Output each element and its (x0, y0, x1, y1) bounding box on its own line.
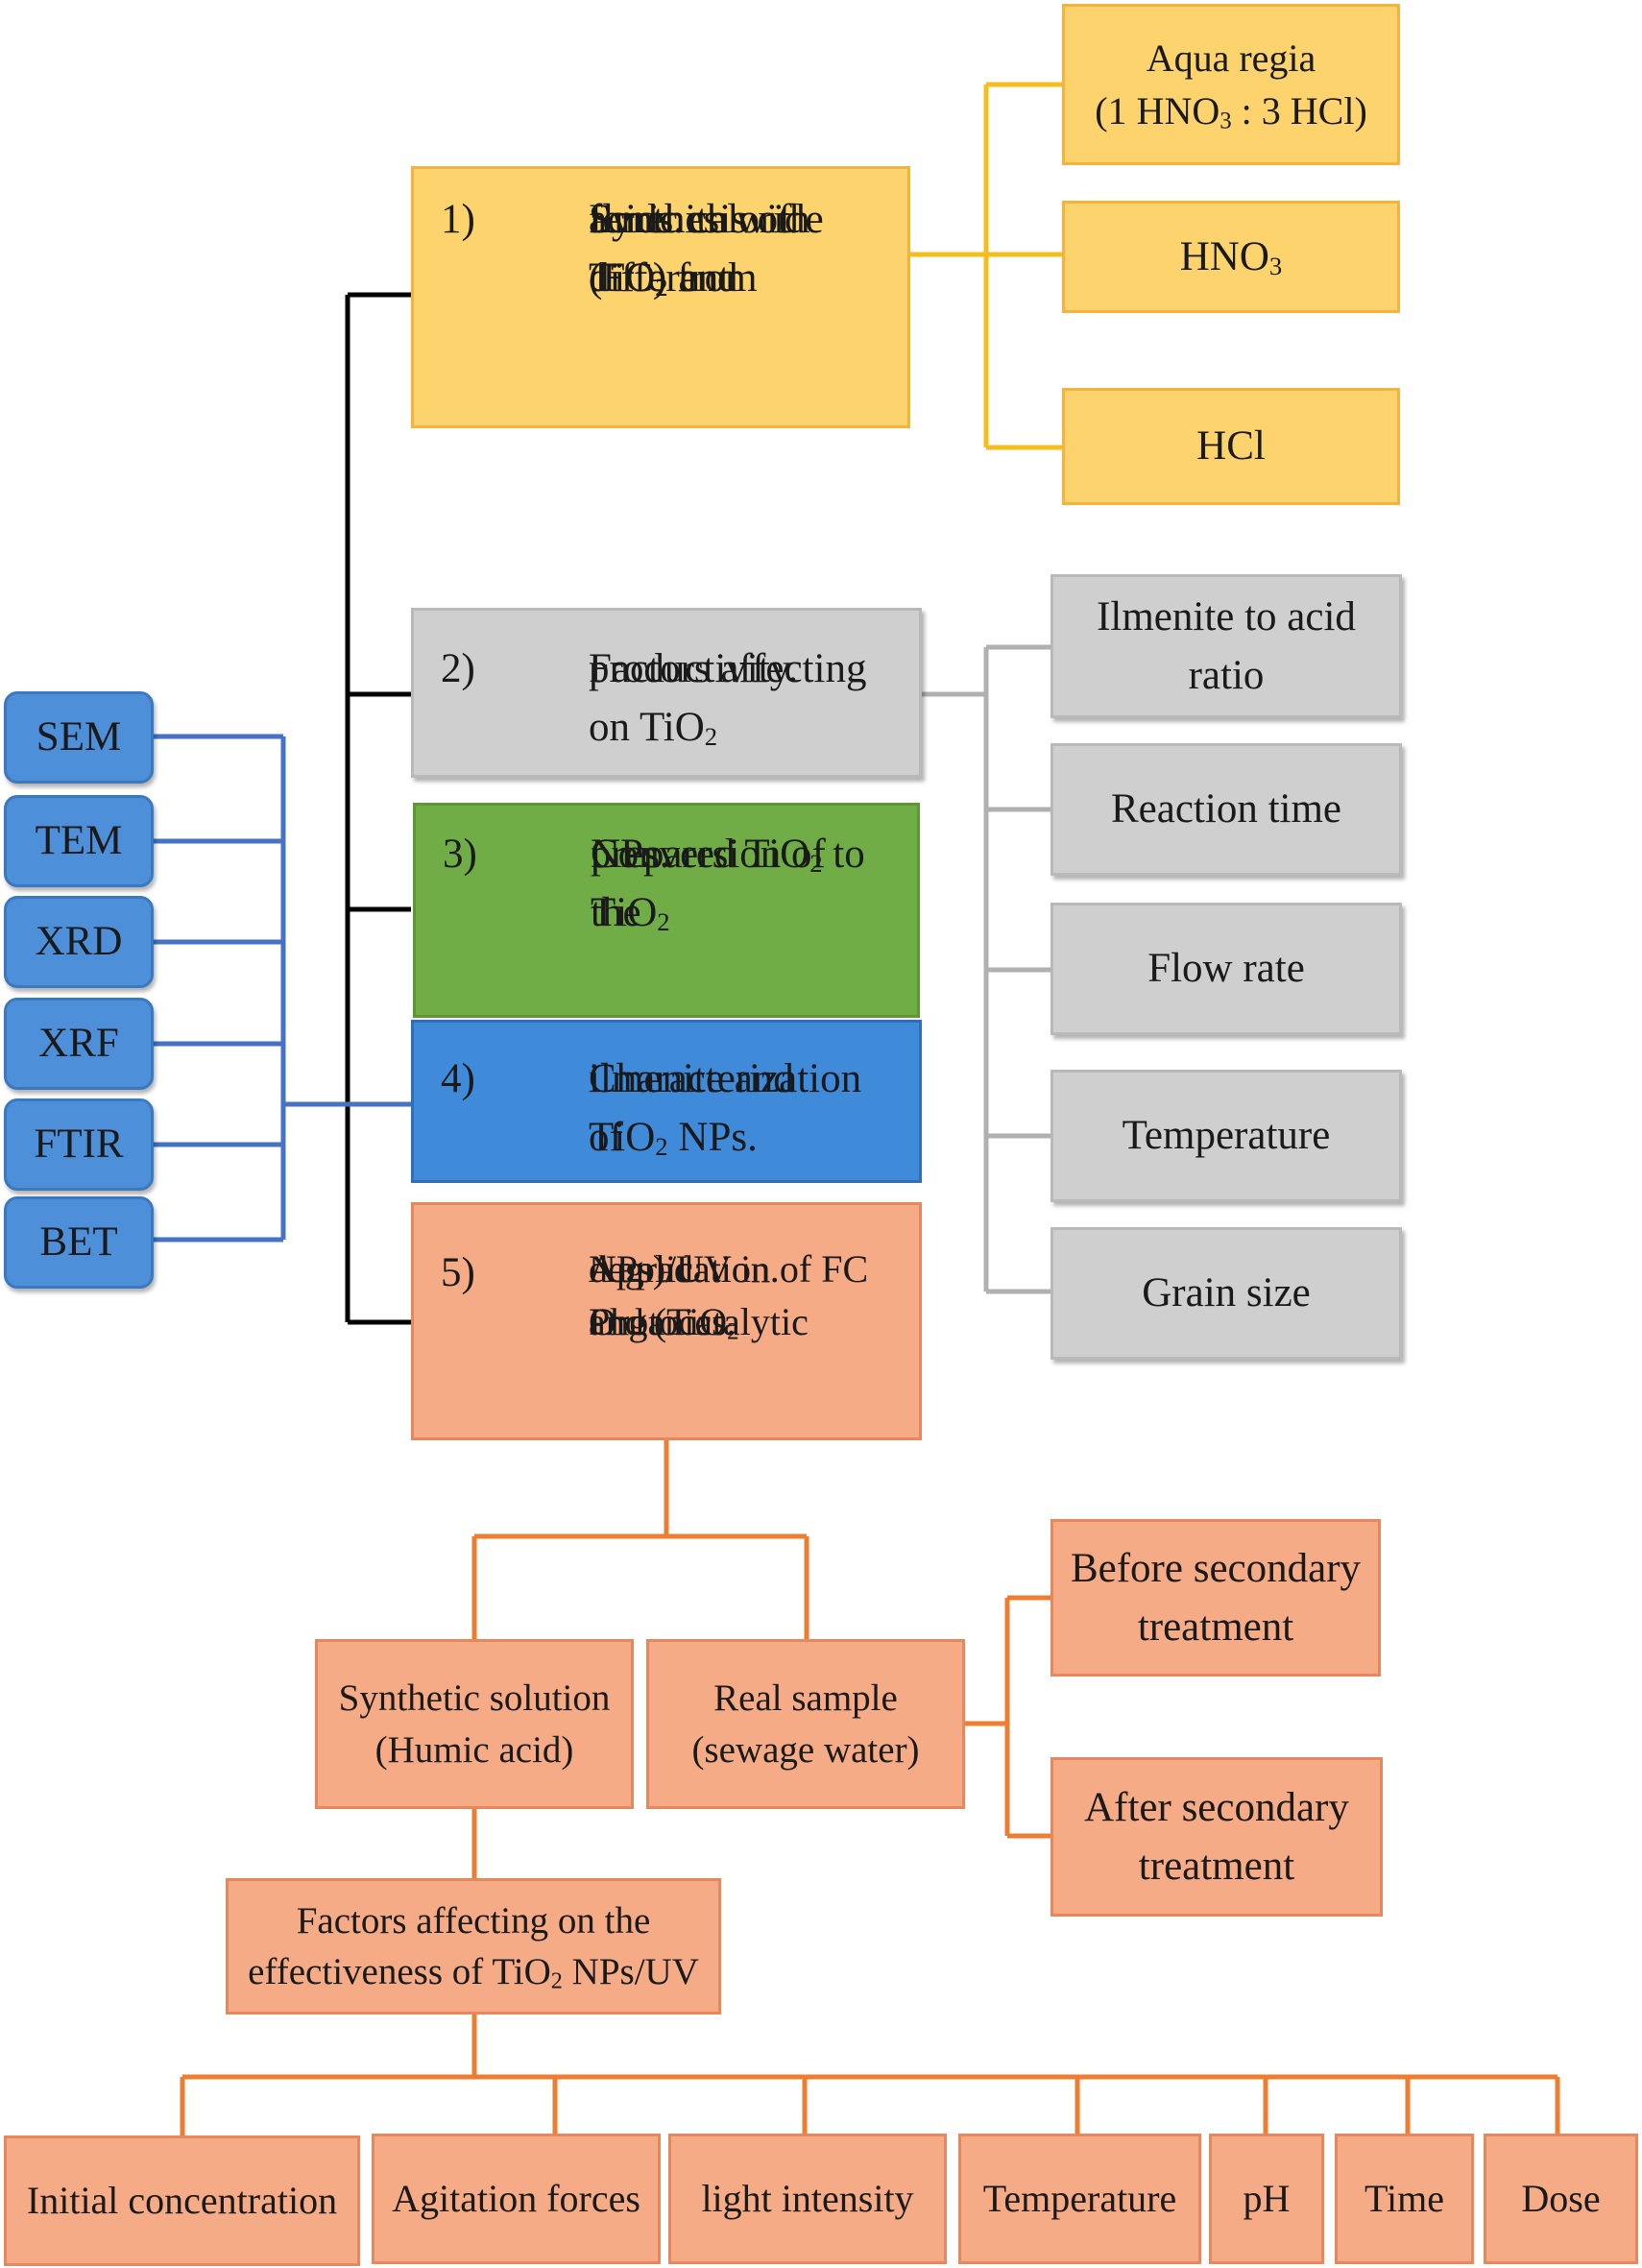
application-connectors (180, 1440, 1560, 2135)
factor-ph-box: pH (1209, 2134, 1324, 2264)
step-5-application-box: 5) Application of FC and (TiO2 NPs)/UV i… (411, 1202, 922, 1440)
effectiveness-factors-box: Factors affecting on the effectiveness o… (226, 1878, 721, 2015)
real-sample-box: Real sample (sewage water) (646, 1639, 965, 1809)
step-number: 5) (441, 1250, 475, 1295)
step-4-characterization-box: 4) Characterization of ilmenite and TiO2… (411, 1020, 922, 1183)
characterization-connectors (154, 734, 411, 1243)
main-trunk (345, 292, 411, 1325)
method-tem: TEM (4, 795, 154, 887)
step-number: 4) (441, 1056, 475, 1101)
before-secondary-treatment-box: Before secondary treatment (1050, 1519, 1381, 1677)
step-number: 2) (441, 646, 475, 691)
step-3-conversion-box: 3) Conversion of the prepared TiO2 to Ti… (413, 803, 920, 1018)
acid-connectors (910, 82, 1062, 450)
method-ftir: FTIR (4, 1098, 154, 1191)
synthetic-solution-box: Synthetic solution (Humic acid) (315, 1639, 634, 1809)
factor-light-intensity-box: light intensity (668, 2134, 947, 2264)
step-number: 1) (441, 197, 475, 242)
factor-agitation-forces-box: Agitation forces (372, 2134, 661, 2264)
factor-temperature-box: Temperature (1050, 1070, 1402, 1202)
method-bet: BET (4, 1196, 154, 1289)
method-xrf: XRF (4, 998, 154, 1090)
acid-hcl-box: HCl (1062, 388, 1400, 505)
factor-time-box: Time (1335, 2134, 1474, 2264)
after-secondary-treatment-box: After secondary treatment (1050, 1757, 1383, 1917)
factor-flow-rate-box: Flow rate (1050, 903, 1402, 1035)
method-xrd: XRD (4, 896, 154, 988)
acid-aqua-regia-box: Aqua regia (1 HNO3 : 3 HCl) (1062, 4, 1400, 165)
acid-hno3-box: HNO3 (1062, 201, 1400, 313)
factor-initial-concentration-box: Initial concentration (4, 2135, 360, 2266)
productivity-connectors (922, 644, 1050, 1294)
factor-dose-box: Dose (1484, 2134, 1638, 2264)
step-2-productivity-box: 2) Factors affecting on TiO2 productivit… (411, 608, 922, 778)
method-sem: SEM (4, 691, 154, 784)
step-number: 3) (443, 832, 477, 877)
factor-ilmenite-acid-ratio-box: Ilmenite to acid ratio (1050, 574, 1402, 718)
factor-reaction-time-box: Reaction time (1050, 743, 1402, 876)
factor-grain-size-box: Grain size (1050, 1227, 1402, 1360)
factor-temperature-effect-box: Temperature (958, 2134, 1201, 2264)
step-1-synthesis-box: 1) Synthesis of TiO2 and ferric chloride… (411, 166, 910, 428)
